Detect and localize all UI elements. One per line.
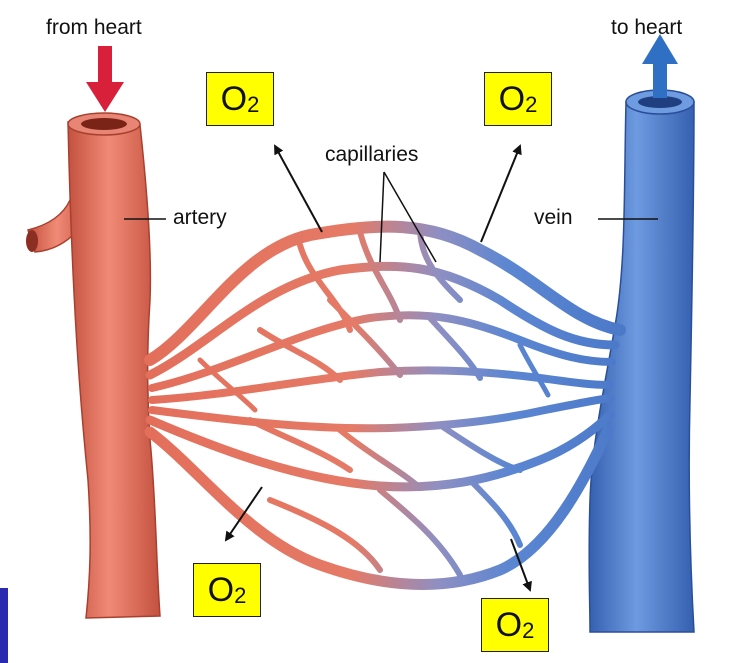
capillaries-leader-line — [384, 172, 436, 262]
o2-diffusion-arrow — [481, 146, 520, 242]
oxygen-symbol: O — [496, 606, 522, 645]
oxygen-subscript: 2 — [247, 92, 259, 118]
capillaries-leader-line — [380, 172, 384, 262]
o2-diffusion-arrow — [275, 146, 322, 232]
oxygen-symbol: O — [208, 571, 234, 610]
from-heart-label: from heart — [46, 16, 142, 40]
artery-label: artery — [173, 206, 227, 230]
oxygen-symbol: O — [221, 80, 247, 119]
edge-bar — [0, 588, 8, 663]
up-arrow-icon — [642, 34, 678, 98]
oxygen-symbol: O — [499, 80, 525, 119]
artery-vessel — [26, 113, 160, 618]
oxygen-subscript: 2 — [525, 92, 537, 118]
to-heart-label: to heart — [611, 16, 682, 40]
vein-label: vein — [534, 206, 573, 230]
down-arrow-icon — [86, 46, 124, 112]
capillary-bed — [150, 227, 620, 585]
oxygen-subscript: 2 — [234, 583, 246, 609]
capillaries-label: capillaries — [325, 143, 418, 167]
oxygen-subscript: 2 — [522, 618, 534, 644]
